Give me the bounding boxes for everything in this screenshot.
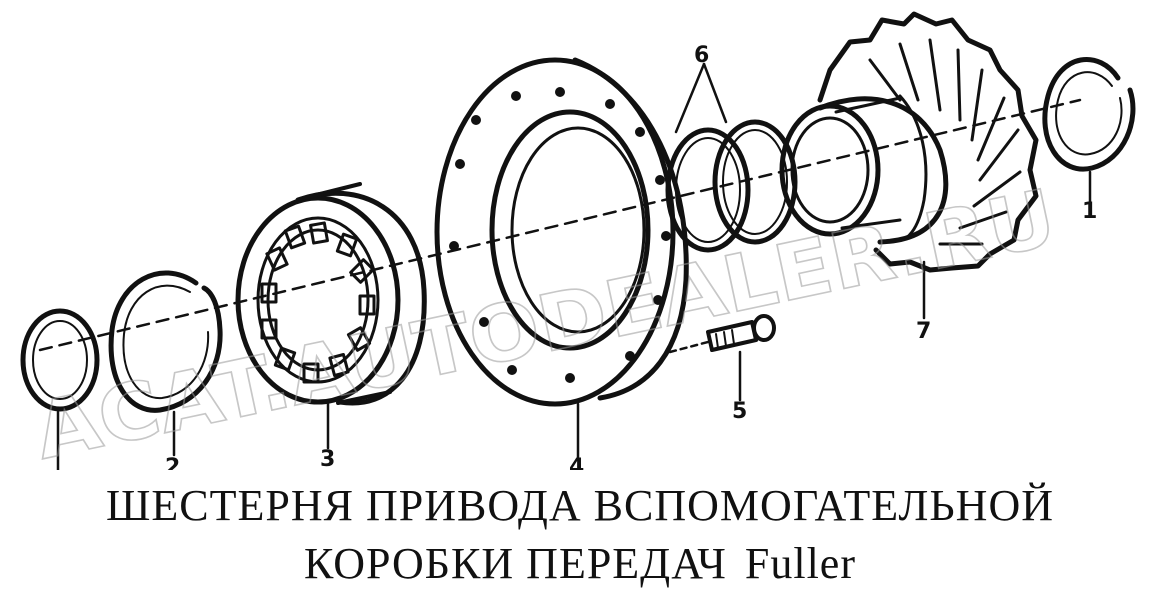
snap-ring-right xyxy=(1042,57,1136,172)
leader-lines xyxy=(56,62,1092,470)
roller-bearing xyxy=(235,182,427,406)
seal-rings xyxy=(665,119,798,253)
bearing-cover-flange xyxy=(434,57,689,407)
caption-title-line-2: КОРОБКИ ПЕРЕДАЧ Fuller xyxy=(0,538,1160,589)
callout-5: 5 xyxy=(732,399,747,424)
caption-brand: Fuller xyxy=(744,539,856,588)
drive-gear xyxy=(779,11,1039,273)
caption-title-main: КОРОБКИ ПЕРЕДАЧ xyxy=(303,539,727,588)
callout-labels: 1 2 3 4 5 6 7 1 xyxy=(165,43,1097,470)
bolt xyxy=(668,314,776,354)
callout-2: 2 xyxy=(165,455,180,470)
callout-1-right: 1 xyxy=(1082,199,1097,224)
callout-3: 3 xyxy=(320,447,335,470)
center-axis xyxy=(38,98,1082,352)
exploded-parts-drawing: 1 2 3 4 5 6 7 1 ACAT.AUTODEALER.RU xyxy=(20,11,1136,470)
retaining-ring xyxy=(108,270,223,413)
caption-title-line-1: ШЕСТЕРНЯ ПРИВОДА ВСПОМОГАТЕЛЬНОЙ xyxy=(105,481,1054,530)
callout-6: 6 xyxy=(694,43,709,68)
callout-4: 4 xyxy=(569,455,584,470)
snap-ring-left xyxy=(20,308,100,412)
callout-7: 7 xyxy=(916,319,931,344)
watermark-text: ACAT.AUTODEALER.RU xyxy=(27,173,1063,470)
